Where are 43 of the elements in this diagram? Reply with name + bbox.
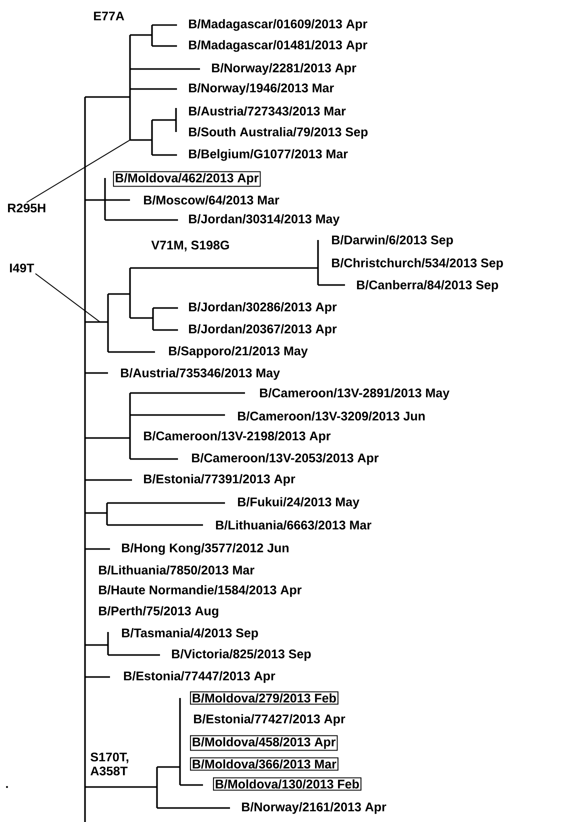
- strain-label: B/Belgium/G1077/2013 Mar: [189, 149, 348, 161]
- strain-label: B/Jordan/30286/2013 Apr: [189, 302, 337, 314]
- strain-label: B/Lithuania/7850/2013 Mar: [99, 565, 254, 575]
- strain-label: B/Jordan/30314/2013 May: [189, 214, 340, 226]
- strain-label: B/Lithuania/6663/2013 Mar: [216, 520, 372, 530]
- strain-label: B/Darwin/6/2013 Sep: [332, 235, 453, 247]
- strain-label: B/Cameroon/13V-2198/2013 Apr: [144, 431, 331, 443]
- leader-line: [26, 140, 130, 203]
- strain-label: B/South Australia/79/2013 Sep: [189, 127, 368, 139]
- strain-box: B/Moldova/279/2013 Feb: [190, 691, 338, 705]
- strain-label: B/Canberra/84/2013 Sep: [357, 280, 498, 292]
- strain-label: B/Estonia/77391/2013 Apr: [144, 474, 296, 486]
- strain-label: B/Jordan/20367/2013 Apr: [189, 324, 337, 336]
- strain-label: B/Madagascar/01481/2013 Apr: [189, 40, 368, 52]
- strain-label: B/Estonia/77427/2013 Apr: [194, 714, 346, 726]
- strain-box: B/Moldova/366/2013 Mar: [190, 757, 338, 771]
- strain-label: B/Norway/2281/2013 Apr: [212, 63, 356, 75]
- strain-label: B/Austria/735346/2013 May: [121, 368, 280, 380]
- strain-label: B/Tasmania/4/2013 Sep: [122, 628, 258, 640]
- strain-label: B/Norway/1946/2013 Mar: [189, 83, 334, 95]
- mutation-label: V71M, S198G: [151, 240, 229, 252]
- strain-label: B/Fukui/24/2013 May: [238, 497, 360, 509]
- strain-label: B/Estonia/77447/2013 Apr: [124, 671, 276, 683]
- strain-box: B/Moldova/130/2013 Feb: [213, 777, 362, 791]
- strain-label: B/Cameroon/13V-3209/2013 Jun: [238, 411, 425, 421]
- strain-box: B/Moldova/462/2013 Apr: [113, 171, 261, 187]
- strain-label: B/Norway/2161/2013 Apr: [242, 802, 386, 814]
- strain-label: B/Cameroon/13V-2891/2013 May: [260, 388, 450, 400]
- strain-label: B/Hong Kong/3577/2012 Jun: [122, 543, 288, 555]
- strain-box: B/Moldova/458/2013 Apr: [190, 735, 338, 751]
- mutation-label: I49T: [10, 264, 34, 272]
- mutation-label: E77A: [94, 12, 124, 20]
- strain-label: B/Christchurch/534/2013 Sep: [332, 258, 503, 270]
- mutation-label: S170T, A358T: [90, 752, 128, 776]
- strain-label: B/Cameroon/13V-2053/2013 Apr: [192, 453, 379, 465]
- strain-label: B/Perth/75/2013 Aug: [99, 606, 218, 618]
- mutation-label: R295H: [8, 204, 46, 212]
- strain-label: B/Victoria/825/2013 Sep: [172, 649, 311, 661]
- strain-label: B/Haute Normandie/1584/2013 Apr: [99, 585, 302, 597]
- strain-label: B/Austria/727343/2013 Mar: [189, 106, 346, 116]
- strain-label: B/Madagascar/01609/2013 Apr: [189, 19, 368, 31]
- strain-label: B/Sapporo/21/2013 May: [169, 346, 308, 358]
- leader-line: [34, 273, 100, 322]
